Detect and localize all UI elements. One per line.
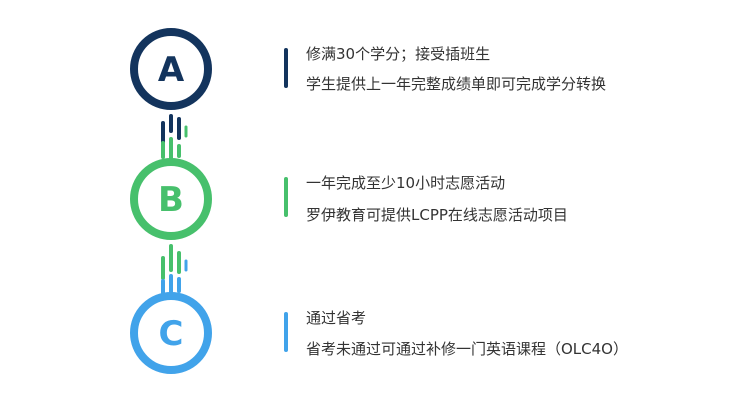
step-c-letter: C xyxy=(159,314,184,354)
step-c-line1: 通过省考 xyxy=(306,309,367,327)
step-a-bar xyxy=(284,48,288,88)
step-b-circle: B xyxy=(130,158,212,240)
step-c-bar xyxy=(284,312,288,352)
step-c-circle: C xyxy=(130,292,212,374)
step-c-line2: 省考未通过可通过补修一门英语课程（OLC4O） xyxy=(306,340,628,358)
step-a-letter: A xyxy=(158,50,185,90)
step-b-letter: B xyxy=(158,180,184,220)
connector-b-c xyxy=(161,244,188,298)
connector-a-b xyxy=(161,114,188,162)
step-b-line1: 一年完成至少10小时志愿活动 xyxy=(306,174,506,192)
step-b-bar xyxy=(284,177,288,217)
step-a-circle: A xyxy=(130,28,212,110)
step-a-line2: 学生提供上一年完整成绩单即可完成学分转换 xyxy=(306,75,607,93)
step-a-line1: 修满30个学分；接受插班生 xyxy=(306,45,491,63)
step-b-line2: 罗伊教育可提供LCPP在线志愿活动项目 xyxy=(306,206,568,224)
